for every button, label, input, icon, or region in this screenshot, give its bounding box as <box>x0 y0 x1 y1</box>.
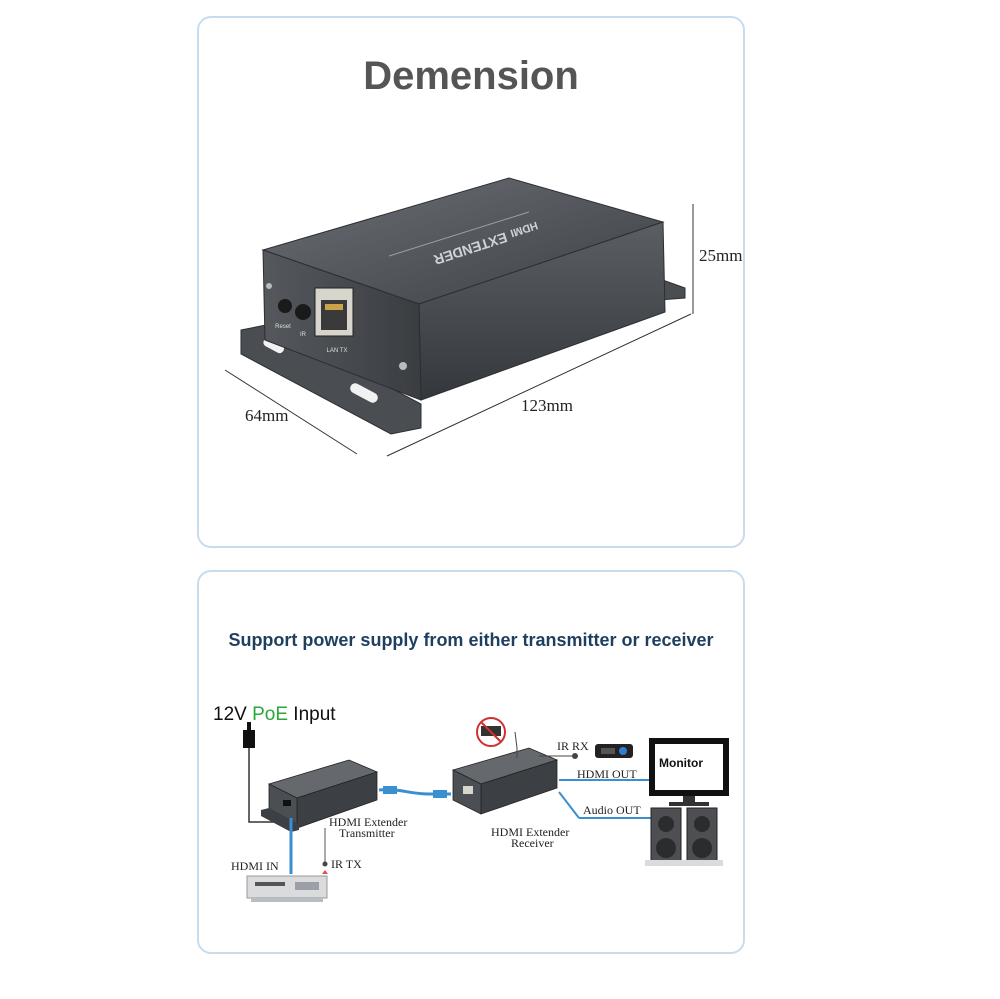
power-input-word: Input <box>293 704 336 725</box>
connection-panel: Support power supply from either transmi… <box>197 570 745 954</box>
height-label: 25mm <box>699 246 743 265</box>
monitor-label: Monitor <box>659 756 703 770</box>
width-dimension-line <box>224 369 358 455</box>
lan-port <box>314 287 354 337</box>
power-voltage: 12V <box>213 704 247 725</box>
dimension-title: Demension <box>363 54 579 98</box>
ir-tx-indicator <box>322 870 328 874</box>
power-input-label: 12V PoE Input <box>213 704 336 726</box>
poe-text: PoE <box>252 704 289 725</box>
speakers-icon <box>645 807 723 866</box>
connection-diagram <box>243 717 729 902</box>
audio-out-cable <box>558 791 580 819</box>
blocked-device-icon <box>476 717 506 747</box>
remote-control-icon <box>595 744 633 758</box>
screw <box>266 283 272 289</box>
receiver-label-line2: Receiver <box>511 836 554 850</box>
hdmi-in-label: HDMI IN <box>231 859 279 873</box>
port-label-ir: IR <box>300 332 307 338</box>
connection-subtitle: Support power supply from either transmi… <box>228 630 714 650</box>
port-label-reset: Reset <box>275 324 291 330</box>
ir-rx-label: IR RX <box>557 739 589 753</box>
ir-rx-cable <box>514 731 518 758</box>
dimension-panel: Demension <box>197 16 745 548</box>
monitor-icon <box>649 738 729 806</box>
power-adapter-icon <box>243 722 255 748</box>
top-decor-line <box>388 211 530 257</box>
width-label: 64mm <box>245 406 289 425</box>
ir-jack <box>295 304 311 320</box>
ir-tx-eye <box>322 861 328 867</box>
transmitter-label-line1: HDMI Extender <box>329 815 408 829</box>
audio-out-label: Audio OUT <box>583 803 641 817</box>
ir-tx-label: IR TX <box>331 857 362 871</box>
dimension-drawing: EXTENDER HDMI Reset IR LAN TX <box>224 177 694 457</box>
transmitter-label-line2: Transmitter <box>339 826 395 840</box>
dvd-player-icon <box>246 875 328 902</box>
ir-rx-eye <box>572 753 578 759</box>
receiver-label-line1: HDMI Extender <box>491 825 570 839</box>
transmitter-device <box>261 759 379 832</box>
reset-button <box>278 299 292 313</box>
network-cable <box>378 786 451 798</box>
hdmi-out-label: HDMI OUT <box>577 767 637 781</box>
screw <box>399 362 407 370</box>
length-label: 123mm <box>521 396 573 415</box>
receiver-device <box>451 747 559 815</box>
length-dimension-line <box>386 313 692 457</box>
port-label-lan: LAN TX <box>327 348 348 354</box>
